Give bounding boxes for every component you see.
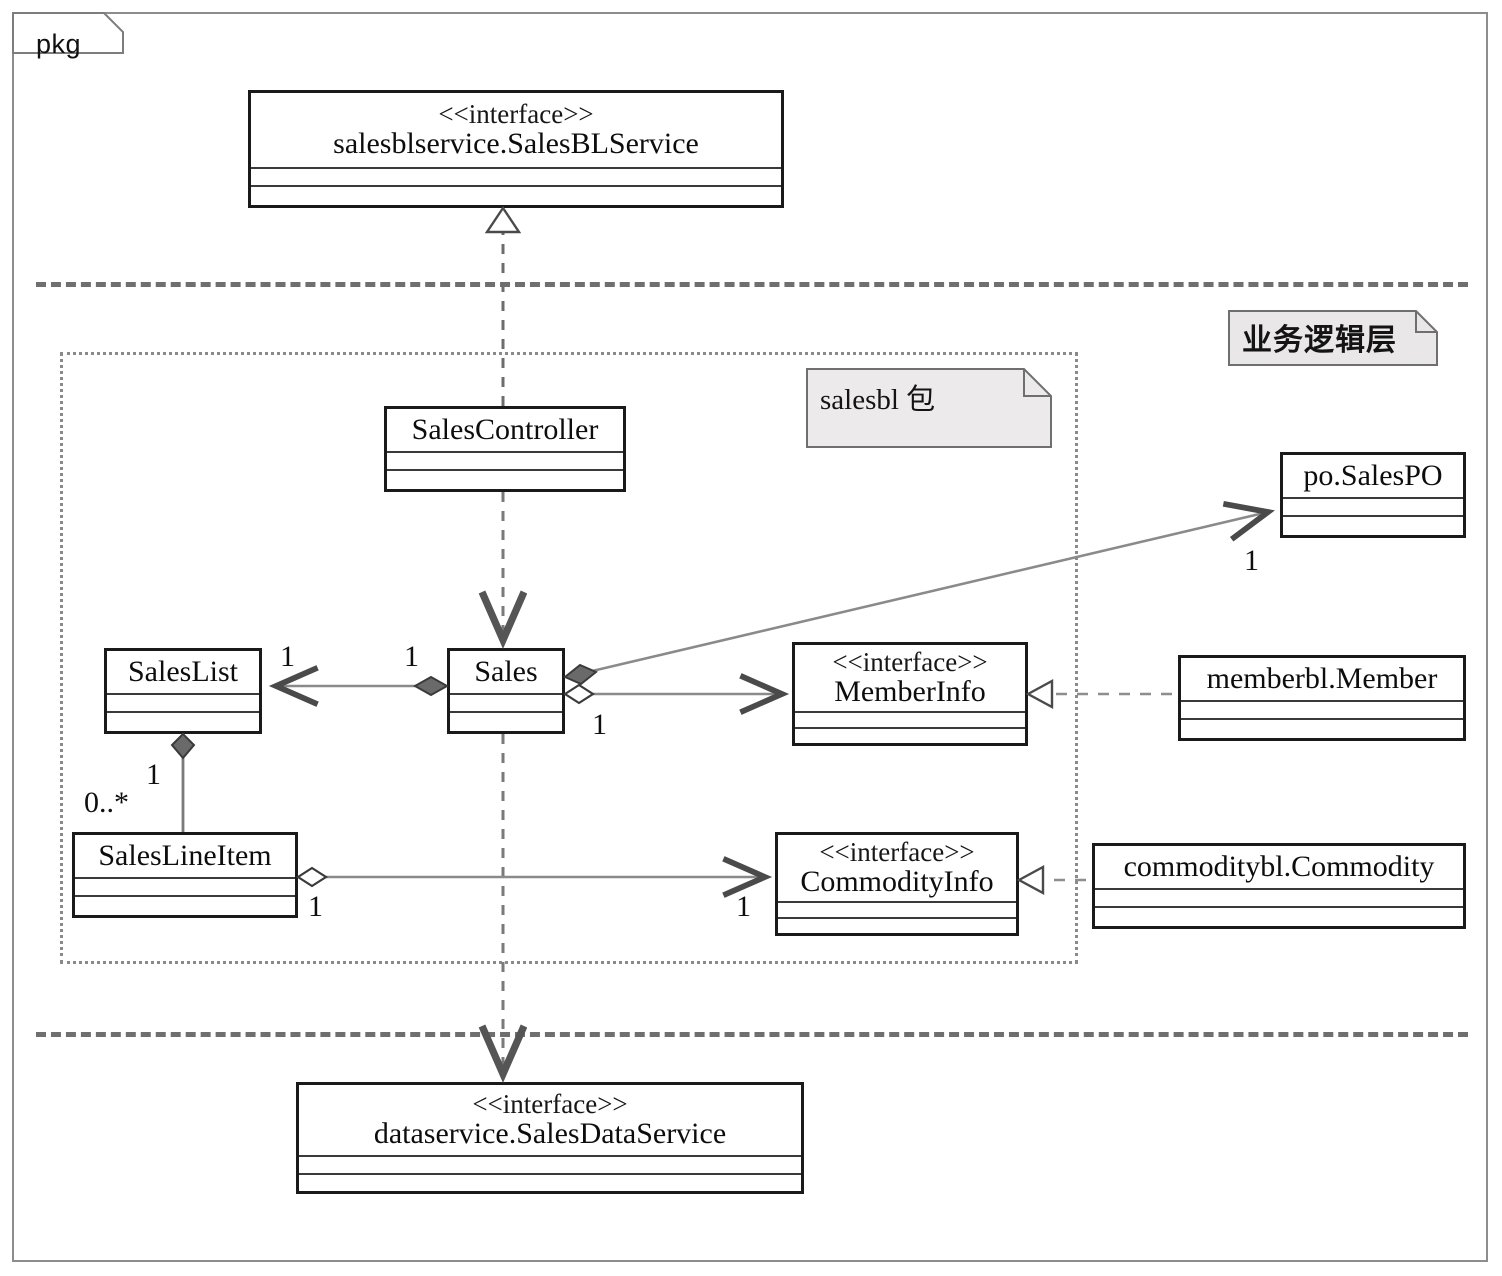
class-salescontroller[interactable]: SalesController bbox=[384, 406, 626, 492]
stereotype-label: <<interface>> bbox=[819, 837, 975, 868]
class-name-label: SalesList bbox=[128, 655, 238, 689]
class-operations bbox=[299, 1175, 801, 1193]
note-label: 业务逻辑层 bbox=[1242, 323, 1397, 358]
class-memberinfo[interactable]: <<interface>> MemberInfo bbox=[792, 642, 1028, 746]
class-salespo[interactable]: po.SalesPO bbox=[1280, 452, 1466, 538]
class-attributes bbox=[75, 879, 295, 897]
class-name-label: SalesLineItem bbox=[98, 839, 272, 873]
note-label: salesbl 包 bbox=[820, 384, 936, 416]
class-memberbl-member[interactable]: memberbl.Member bbox=[1178, 655, 1466, 741]
class-attributes bbox=[251, 169, 781, 187]
stereotype-label: <<interface>> bbox=[472, 1089, 628, 1120]
class-header: commoditybl.Commodity bbox=[1095, 846, 1463, 890]
class-attributes bbox=[299, 1157, 801, 1175]
class-header: po.SalesPO bbox=[1283, 455, 1463, 499]
frame-tab-shape bbox=[12, 12, 124, 54]
class-name-label: dataservice.SalesDataService bbox=[373, 1117, 727, 1151]
class-attributes bbox=[1283, 499, 1463, 517]
class-saleslineitem[interactable]: SalesLineItem bbox=[72, 832, 298, 918]
multiplicity-commodityinfo-lineitem: 1 bbox=[736, 890, 751, 923]
note-business-logic-layer: 业务逻辑层 bbox=[1228, 310, 1438, 366]
class-attributes bbox=[450, 695, 562, 713]
pkg-frame-tab: pkg bbox=[12, 12, 124, 59]
multiplicity-lineitem-commodityinfo: 1 bbox=[308, 890, 323, 923]
multiplicity-lineitem-saleslist-many: 0..* bbox=[84, 786, 129, 819]
class-header: SalesController bbox=[387, 409, 623, 453]
class-operations bbox=[778, 919, 1016, 935]
layer-divider-bottom bbox=[36, 1032, 1468, 1037]
class-operations bbox=[795, 729, 1025, 745]
class-saleslist[interactable]: SalesList bbox=[104, 648, 262, 734]
stereotype-label: <<interface>> bbox=[438, 99, 594, 130]
class-name-label: MemberInfo bbox=[834, 675, 986, 709]
class-header: <<interface>> salesblservice.SalesBLServ… bbox=[251, 93, 781, 169]
class-name-label: SalesController bbox=[411, 413, 599, 447]
class-attributes bbox=[387, 453, 623, 471]
class-header: <<interface>> MemberInfo bbox=[795, 645, 1025, 713]
class-attributes bbox=[1095, 890, 1463, 908]
class-sales[interactable]: Sales bbox=[447, 648, 565, 734]
note-salesbl-package: salesbl 包 bbox=[806, 368, 1052, 448]
class-operations bbox=[1283, 517, 1463, 535]
note-shape bbox=[1228, 310, 1438, 366]
class-header: <<interface>> dataservice.SalesDataServi… bbox=[299, 1085, 801, 1157]
class-attributes bbox=[778, 903, 1016, 919]
class-name-label: Sales bbox=[474, 655, 538, 689]
class-salesblservice[interactable]: <<interface>> salesblservice.SalesBLServ… bbox=[248, 90, 784, 208]
class-name-label: CommodityInfo bbox=[800, 865, 994, 899]
multiplicity-sales-saleslist-right: 1 bbox=[404, 640, 419, 673]
pkg-frame-label: pkg bbox=[36, 29, 82, 59]
class-operations bbox=[251, 187, 781, 205]
class-salesdataservice[interactable]: <<interface>> dataservice.SalesDataServi… bbox=[296, 1082, 804, 1194]
multiplicity-saleslist-sales-left: 1 bbox=[280, 640, 295, 673]
class-header: Sales bbox=[450, 651, 562, 695]
class-name-label: memberbl.Member bbox=[1206, 662, 1438, 696]
note-shape bbox=[806, 368, 1052, 448]
class-operations bbox=[387, 471, 623, 489]
stereotype-label: <<interface>> bbox=[832, 647, 988, 678]
class-name-label: commoditybl.Commodity bbox=[1123, 850, 1435, 884]
class-name-label: po.SalesPO bbox=[1303, 459, 1443, 493]
class-header: <<interface>> CommodityInfo bbox=[778, 835, 1016, 903]
layer-divider-top bbox=[36, 282, 1468, 287]
multiplicity-sales-salespo: 1 bbox=[1244, 544, 1259, 577]
class-header: SalesList bbox=[107, 651, 259, 695]
multiplicity-saleslist-lineitem-one: 1 bbox=[146, 758, 161, 791]
class-name-label: salesblservice.SalesBLService bbox=[333, 127, 699, 161]
class-attributes bbox=[107, 695, 259, 713]
class-commodityinfo[interactable]: <<interface>> CommodityInfo bbox=[775, 832, 1019, 936]
class-commoditybl-commodity[interactable]: commoditybl.Commodity bbox=[1092, 843, 1466, 929]
class-operations bbox=[1095, 908, 1463, 926]
class-attributes bbox=[1181, 702, 1463, 720]
class-operations bbox=[450, 713, 562, 731]
class-header: memberbl.Member bbox=[1181, 658, 1463, 702]
class-attributes bbox=[795, 713, 1025, 729]
class-operations bbox=[75, 897, 295, 915]
class-operations bbox=[107, 713, 259, 731]
class-header: SalesLineItem bbox=[75, 835, 295, 879]
multiplicity-sales-memberinfo: 1 bbox=[592, 708, 607, 741]
class-operations bbox=[1181, 720, 1463, 738]
pkg-frame bbox=[12, 12, 1488, 1262]
